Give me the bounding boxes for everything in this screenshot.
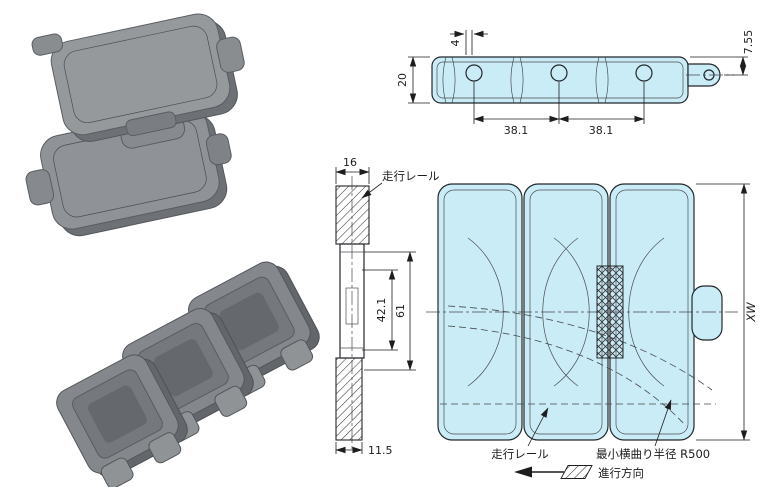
dim-38-1-b: 38.1 — [589, 124, 614, 137]
render-bottom-links — [56, 261, 320, 487]
rail-section-bottom — [335, 357, 363, 441]
plan-end-tongue — [691, 285, 723, 341]
render-link-1-tab — [216, 36, 245, 73]
dim-4: 4 — [449, 40, 462, 47]
pin-hole-3 — [635, 64, 653, 82]
dim-42-1: 42.1 — [375, 298, 388, 323]
hinge-pin-section — [596, 265, 624, 359]
render-top-links — [25, 13, 245, 237]
dim-20: 20 — [396, 73, 409, 87]
dim-7-55: 7.55 — [742, 30, 755, 55]
direction-label: 進行方向 — [598, 466, 644, 480]
chain-symbol-icon — [560, 465, 593, 479]
min-radius-label: 最小横曲り半径 R500 — [596, 447, 710, 461]
rail-label-bottom: 走行レール — [491, 447, 549, 461]
top-view: 20 4 38.1 38.1 7.55 — [396, 30, 755, 137]
rail-section-top — [335, 185, 370, 245]
dim-38-1-a: 38.1 — [504, 124, 529, 137]
direction-arrow-icon — [514, 466, 532, 478]
rail-label-top: 走行レール — [382, 169, 440, 183]
pin-hole-2 — [550, 64, 568, 82]
dim-xw: XW — [744, 302, 758, 323]
direction-indicator: 進行方向 — [514, 465, 644, 480]
dim-61: 61 — [394, 304, 407, 318]
render-link-2-tab — [25, 169, 55, 206]
plan-view: XW 走行レール 最小横曲り半径 R500 — [426, 183, 758, 461]
dim-16: 16 — [343, 156, 357, 169]
pin-hole-1 — [465, 64, 483, 82]
chain-section-profile — [339, 243, 365, 359]
dim-11-5: 11.5 — [368, 444, 393, 457]
section-view: 16 11.5 42.1 61 走行レール — [335, 156, 440, 457]
